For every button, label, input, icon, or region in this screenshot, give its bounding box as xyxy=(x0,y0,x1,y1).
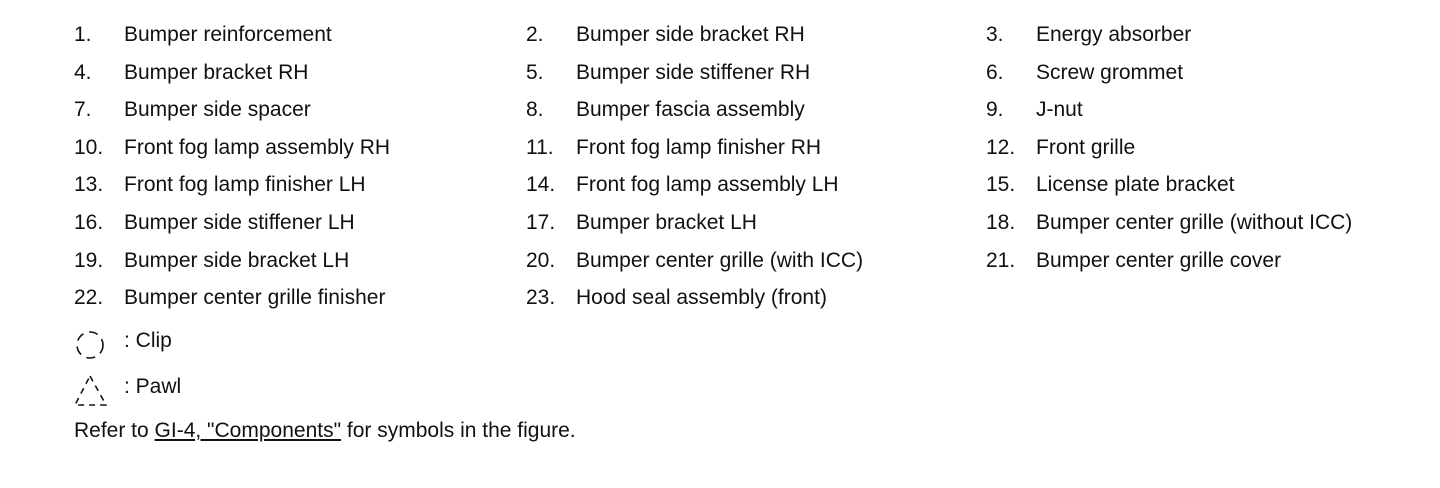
part-name: License plate bracket xyxy=(1036,173,1235,197)
part-name: Bumper center grille (with ICC) xyxy=(576,248,864,272)
reference-note-prefix: Refer to xyxy=(74,419,155,442)
part-number: 12. xyxy=(986,135,1016,159)
part-number: 16. xyxy=(74,211,104,234)
part-number: 9. xyxy=(986,98,1004,122)
dashed-triangle-icon xyxy=(74,374,108,406)
part-number: 10. xyxy=(74,135,104,159)
part-number: 2. xyxy=(526,23,544,46)
part-number: 18. xyxy=(986,211,1016,234)
part-number: 6. xyxy=(986,60,1004,84)
part-name: J-nut xyxy=(1036,98,1083,122)
part-number: 22. xyxy=(74,286,104,310)
part-name: Front fog lamp finisher RH xyxy=(576,135,822,159)
part-number: 20. xyxy=(526,248,556,272)
part-number: 1. xyxy=(74,23,92,46)
reference-note-suffix: for symbols in the figure. xyxy=(341,419,576,442)
part-number: 13. xyxy=(74,173,104,197)
components-reference-link[interactable]: GI-4, "Components" xyxy=(154,419,342,442)
part-number: 15. xyxy=(986,173,1016,197)
part-number: 3. xyxy=(986,23,1004,46)
part-name: Bumper side bracket LH xyxy=(124,248,350,272)
part-name: Bumper side stiffener RH xyxy=(576,60,811,84)
part-number: 21. xyxy=(986,248,1016,272)
part-name: Screw grommet xyxy=(1036,60,1184,84)
part-name: Bumper side spacer xyxy=(124,98,311,122)
part-name: Front fog lamp finisher LH xyxy=(124,173,366,197)
part-number: 11. xyxy=(526,135,554,159)
part-name: Front grille xyxy=(1036,135,1136,159)
part-name: Bumper side bracket RH xyxy=(576,23,805,46)
part-name: Bumper bracket RH xyxy=(124,60,309,84)
legend-pawl-label: : Pawl xyxy=(124,375,182,398)
dashed-circle-icon xyxy=(76,331,104,359)
part-name: Bumper bracket LH xyxy=(576,211,757,234)
part-name: Bumper fascia assembly xyxy=(576,98,805,122)
legend-clip-label: : Clip xyxy=(124,329,172,352)
part-number: 5. xyxy=(526,60,544,84)
part-name: Bumper center grille finisher xyxy=(124,286,386,310)
part-number: 23. xyxy=(526,286,556,310)
part-number: 7. xyxy=(74,98,92,122)
part-name: Energy absorber xyxy=(1036,23,1192,46)
part-name: Bumper side stiffener LH xyxy=(124,211,355,234)
reference-note: Refer to GI-4, "Components" for symbols … xyxy=(74,416,576,446)
part-name: Front fog lamp assembly RH xyxy=(124,135,391,159)
part-name: Bumper center grille (without ICC) xyxy=(1036,211,1353,234)
part-name: Bumper reinforcement xyxy=(124,23,332,46)
part-name: Hood seal assembly (front) xyxy=(576,286,827,310)
part-number: 14. xyxy=(526,173,556,197)
part-number: 17. xyxy=(526,211,556,234)
part-number: 8. xyxy=(526,98,544,122)
part-number: 19. xyxy=(74,248,104,272)
parts-list: 1. Bumper reinforcement 2. Bumper side brac… xyxy=(74,20,1414,320)
part-name: Bumper center grille cover xyxy=(1036,248,1282,272)
part-number: 4. xyxy=(74,60,92,84)
part-name: Front fog lamp assembly LH xyxy=(576,173,839,197)
